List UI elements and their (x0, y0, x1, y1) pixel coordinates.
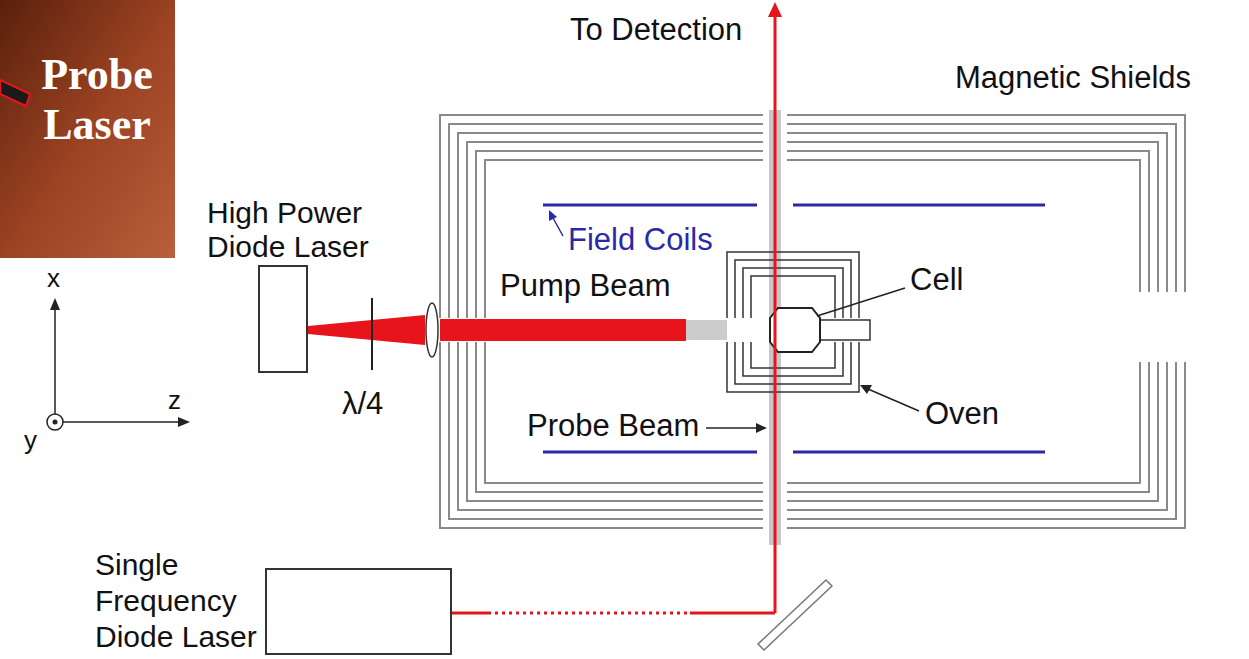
laser-box: Single Frequency Diode Laser (265, 568, 452, 655)
probe-laser-tube (0, 80, 30, 106)
cell-stem (820, 320, 870, 340)
lens (426, 303, 438, 357)
arrow-head (860, 385, 872, 394)
axis-dot (53, 420, 58, 425)
magnetic-shields (440, 115, 1185, 528)
probe-beam-line (690, 612, 775, 615)
part-label: Cell (910, 262, 963, 298)
axis-line (63, 421, 180, 423)
arrow-head (549, 210, 557, 221)
mirror (758, 580, 832, 650)
vapor-cell (770, 308, 820, 352)
laser-box: High Power Diode Laser (258, 265, 308, 373)
device-label: High Power Diode Laser (207, 196, 397, 264)
part-label: Magnetic Shields (955, 60, 1191, 96)
axis-line (54, 308, 56, 414)
part-label: Oven (925, 396, 999, 432)
arrow-head (50, 298, 60, 310)
window (686, 320, 727, 340)
device-label: Single Frequency Diode Laser (95, 547, 263, 655)
leader-line (817, 288, 905, 316)
leader-line (553, 218, 563, 236)
output-label: To Detection (570, 12, 742, 48)
probe-beam-line (774, 14, 777, 613)
arrow-head (768, 2, 782, 17)
quarter-wave-plate (371, 298, 373, 370)
beam-label: Probe Beam (527, 408, 699, 444)
leader-line (706, 427, 758, 429)
axis-out-of-page (47, 414, 63, 430)
photo-inset (0, 0, 175, 258)
part-label: Field Coils (568, 222, 713, 258)
part-label: λ/4 (342, 386, 383, 422)
beam-label: Pump Beam (500, 268, 671, 304)
shield-layer (440, 115, 1185, 528)
photo-caption: Probe Laser (22, 50, 172, 150)
arrow-head (178, 417, 190, 427)
axis-label: z (168, 386, 181, 416)
probe-beam-dotted (488, 612, 690, 615)
arrow-head (756, 423, 767, 433)
coil-line (793, 451, 1045, 454)
axis-label: y (24, 426, 37, 456)
coil-line (543, 204, 757, 207)
pump-beam-cone (308, 315, 425, 345)
leader-line (868, 389, 919, 411)
probe-beam-line (452, 612, 488, 615)
coil-line (543, 451, 757, 454)
coil-line (793, 204, 1045, 207)
pump-beam (440, 319, 686, 341)
axis-label: x (47, 264, 60, 294)
